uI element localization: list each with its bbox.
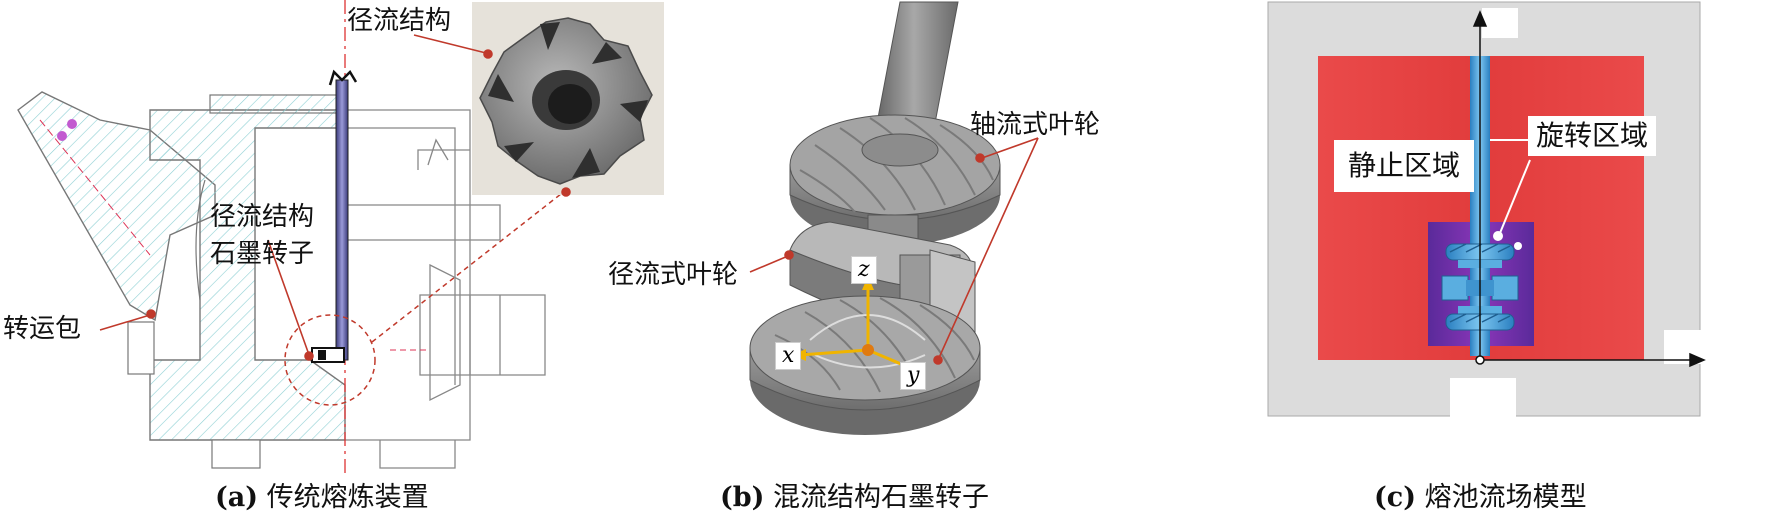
axis-label-y: y [900, 362, 927, 390]
axis-label-x: x [775, 342, 802, 370]
radial-impeller-photo [472, 2, 664, 195]
caption-c-text: 熔池流场模型 [1424, 482, 1587, 513]
rotor-3d-model [749, 1, 1039, 435]
label-radial-impeller: 径流式叶轮 [608, 260, 739, 290]
caption-a-prefix: (a) [215, 482, 259, 513]
furnace-body-right [345, 109, 546, 469]
upper-axial-impeller [789, 114, 1001, 245]
lower-axial-impeller [749, 295, 981, 435]
panel-b-leaders [749, 137, 1039, 365]
panel-c: 静止区域 旋转区域 (c) 熔池流场模型 [1267, 0, 1774, 522]
label-rotating-region: 旋转区域 [1528, 116, 1657, 156]
rotating-region-marker [1514, 242, 1522, 250]
caption-b-text: 混流结构石墨转子 [773, 482, 990, 513]
model-axes [1472, 10, 1706, 368]
caption-c: (c) 熔池流场模型 [1374, 484, 1587, 511]
caption-a-text: 传统熔炼装置 [266, 482, 429, 513]
label-ladle: 转运包 [3, 314, 82, 344]
caption-c-prefix: (c) [1374, 482, 1416, 513]
axis-label-z: z [851, 256, 877, 284]
rotor-highlight-circle [284, 314, 376, 406]
label-rotor-line2: 石墨转子 [210, 239, 315, 269]
furnace-drawing [17, 0, 664, 478]
label-rotor-line1: 径流结构 [210, 202, 315, 232]
label-radial-structure: 径流结构 [347, 6, 452, 36]
panel-c-leaders [1490, 139, 1531, 241]
panel-b: 轴流式叶轮 径流式叶轮 z x y (b) 混流结构石墨转子 [608, 0, 1250, 522]
label-axial-impeller: 轴流式叶轮 [970, 110, 1101, 140]
panel-a-leaders [99, 34, 571, 361]
panel-a: 径流结构 径流结构 石墨转子 转运包 (a) 传统熔炼装置 [0, 0, 690, 522]
flow-field-model [1267, 1, 1706, 418]
caption-b: (b) 混流结构石墨转子 [720, 484, 989, 511]
caption-b-prefix: (b) [720, 482, 765, 513]
furnace-body-left [127, 94, 346, 469]
caption-a: (a) 传统熔炼装置 [215, 484, 429, 511]
graphite-rotor-shaft [311, 69, 358, 363]
label-static-region: 静止区域 [1334, 140, 1475, 192]
